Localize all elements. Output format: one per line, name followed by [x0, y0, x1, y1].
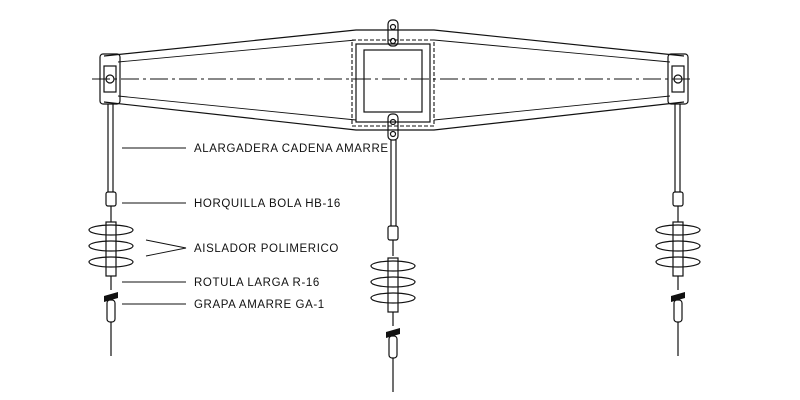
- callout-leaders: [122, 147, 187, 305]
- label-grapa: GRAPA AMARRE GA-1: [194, 299, 325, 311]
- label-aislador: AISLADOR POLIMERICO: [194, 243, 339, 255]
- label-horquilla: HORQUILLA BOLA HB-16: [194, 198, 341, 210]
- pole-clamp: [351, 19, 435, 141]
- crossarm: [99, 29, 689, 131]
- label-rotula: ROTULA LARGA R-16: [194, 277, 320, 289]
- insulator-string-left: [88, 104, 134, 356]
- insulator-string-center: [370, 140, 416, 392]
- label-alargadera: ALARGADERA CADENA AMARRE: [194, 143, 389, 155]
- insulator-string-right: [655, 104, 701, 356]
